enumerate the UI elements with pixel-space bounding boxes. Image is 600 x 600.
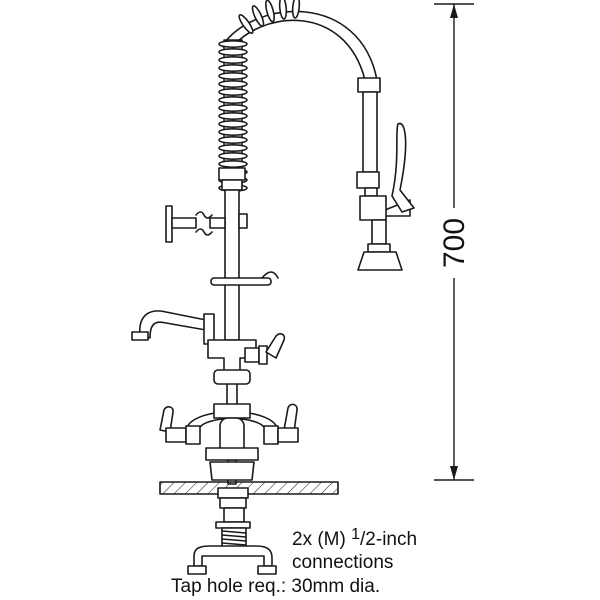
fraction-slash: / (360, 529, 366, 550)
twin-valve-bridge (185, 403, 279, 461)
fraction-numerator: 1 (351, 526, 360, 543)
fraction-denominator: 2 (365, 529, 376, 550)
shank-thread (221, 534, 247, 538)
upper-lever-handle (265, 333, 286, 359)
connections-word: connections (292, 552, 393, 573)
coil-loop (218, 64, 248, 73)
tap-hole-note: Tap hole req.: 30mm dia. (171, 576, 380, 597)
arrow-up-icon (450, 4, 458, 18)
coil-loop (218, 136, 248, 145)
base-nut (209, 461, 255, 481)
coil-loop (251, 5, 265, 27)
dimension-label: 700 (438, 218, 471, 268)
height-dimension (434, 3, 474, 481)
shank-thread (221, 538, 247, 542)
coil-loop (218, 80, 248, 89)
coil-loop (218, 104, 248, 113)
coil-loop (218, 160, 248, 169)
connections-size: -inch (376, 529, 417, 550)
connections-note: 2x (M) 1/2-inch (292, 526, 417, 550)
spray-valve (356, 77, 415, 271)
upper-valve-body (207, 339, 268, 385)
counter-top (159, 481, 339, 495)
riser-collar (218, 167, 246, 191)
shank-thread (221, 542, 247, 546)
coil-loop (218, 120, 248, 129)
connections-count: 2x (M) (292, 529, 346, 550)
coil-loop (218, 88, 248, 97)
coil-loop (278, 0, 288, 20)
wall-bracket (165, 205, 248, 243)
swivel-spout (131, 310, 215, 345)
tail-pieces (187, 545, 277, 575)
coil-loop (238, 14, 254, 34)
coil-loop (218, 112, 248, 121)
left-lever-handle (159, 406, 201, 445)
coil-loop (218, 128, 248, 137)
threaded-shank (215, 487, 251, 550)
right-lever-handle (263, 403, 299, 445)
coil-loop (218, 47, 248, 56)
hose-hook (210, 271, 279, 286)
coil-loop (218, 144, 248, 153)
arrow-down-icon (450, 466, 458, 480)
coil-loop (218, 152, 248, 161)
coil-loop (218, 96, 248, 105)
coil-loop (291, 0, 301, 19)
coil-spring (218, 0, 301, 193)
coil-loop (218, 55, 248, 64)
shank-thread (221, 530, 247, 534)
coil-loop (264, 0, 276, 23)
coil-loop (218, 39, 248, 48)
coil-loop (218, 72, 248, 81)
